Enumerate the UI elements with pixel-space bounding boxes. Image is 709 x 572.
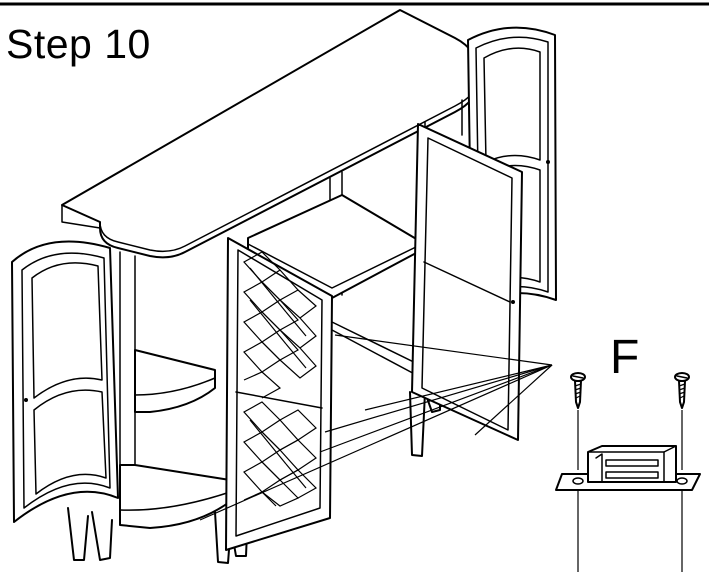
step-title: Step 10 — [6, 21, 151, 67]
hardware-part-label: F — [610, 331, 640, 384]
screw-icon — [570, 372, 586, 409]
screw-icon — [674, 372, 690, 409]
fretwork-door — [225, 237, 333, 551]
right-front-door — [411, 123, 523, 441]
left-door — [11, 240, 119, 523]
magnetic-catch-icon — [555, 445, 701, 491]
pointer-lines — [199, 334, 553, 521]
